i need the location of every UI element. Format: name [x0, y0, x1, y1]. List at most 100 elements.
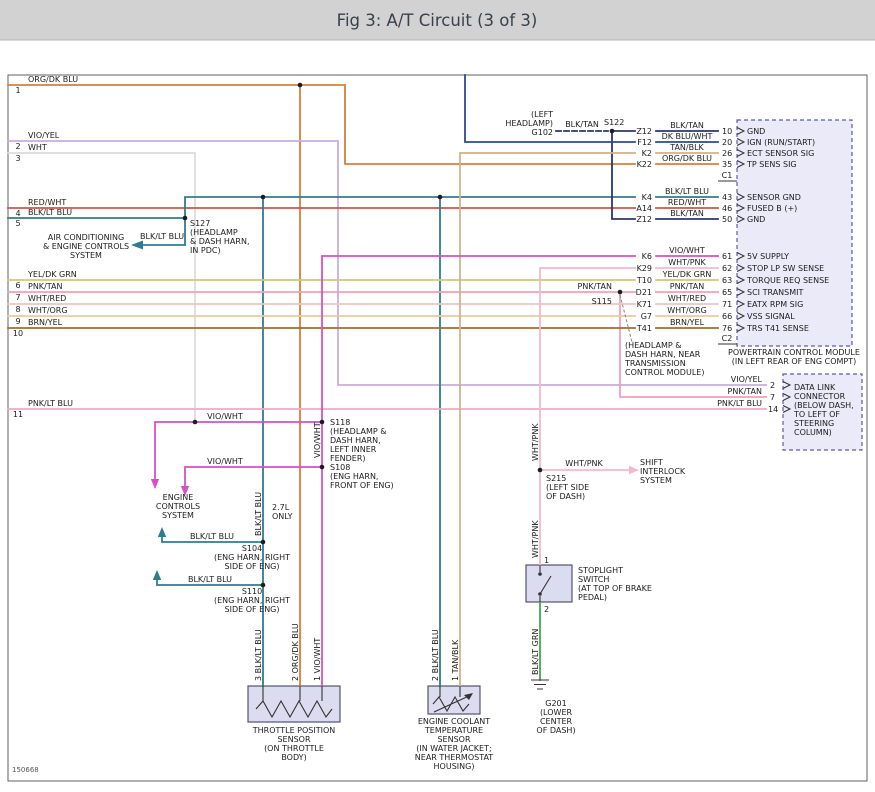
vio-wht-lower-label: VIO/WHT: [207, 457, 243, 466]
stoplight-switch-symbol: [539, 565, 552, 602]
dlc-caption-line: CONNECTOR: [794, 392, 846, 401]
s118-line: LEFT INNER: [330, 445, 377, 454]
engine-controls-line: ENGINE: [163, 493, 194, 502]
arrowheads: [131, 240, 639, 580]
dlc-pin-num: 14: [768, 405, 778, 414]
ect-caption-line: NEAR THERMOSTAT: [415, 753, 494, 762]
s118-line: FENDER): [330, 454, 366, 463]
s127-line: S127: [190, 219, 210, 228]
pcm-pin-signal: GND: [747, 127, 765, 136]
g201-caption-line: CENTER: [540, 717, 573, 726]
s115-label: S115: [592, 297, 612, 306]
left-wire-10-label: BRN/YEL: [28, 318, 63, 327]
ect-caption-line: (IN WATER JACKET;: [416, 744, 491, 753]
ect-pin1-label: 1 TAN/BLK: [451, 639, 460, 681]
ac-system-line: & ENGINE CONTROLS: [43, 242, 129, 251]
pcm-pin-color: WHT/PNK: [668, 258, 706, 267]
s115-note-leader: [619, 294, 633, 343]
pcm-pin-name: K4: [642, 193, 652, 202]
switch-pin2-label: 2: [544, 605, 549, 614]
headlamp-label-2: HEADLAMP): [505, 119, 553, 128]
splice-s110-dot: [260, 582, 266, 588]
dlc-caption-line: COLUMN): [794, 428, 832, 437]
labels-dlc: VIO/YEL 2 PNK/TAN 7 PNK/LT BLU 14 DATA L…: [717, 375, 854, 437]
blk-lt-blu-vertical-label: BLK/LT BLU: [254, 492, 263, 536]
labels-pcm-rows: Z12 BLK/TAN 10 GND F12 DK BLU/WHT 20 IGN…: [636, 121, 860, 366]
tps-caption-line: BODY): [281, 753, 306, 762]
g102-label: G102: [532, 128, 553, 137]
splice-s115-dot: [617, 289, 623, 295]
dlc-caption-line: STEERING: [794, 419, 834, 428]
splice-s108-dot: [319, 464, 325, 470]
left-wire-3-num: 3: [15, 154, 20, 163]
figure-id: 150668: [12, 766, 39, 774]
left-wire-1-label: ORG/DK BLU: [28, 75, 78, 84]
pcm-pin-num: 71: [722, 300, 732, 309]
pcm-pin-num: 10: [722, 127, 732, 136]
tps-pin2-label: 2 ORG/DK BLU: [291, 623, 300, 681]
pcm-pin-color: RED/WHT: [668, 198, 706, 207]
pcm-pin-name: T10: [636, 276, 652, 285]
pcm-pin-signal: STOP LP SW SENSE: [747, 264, 824, 273]
pcm-pin-num: 62: [722, 264, 732, 273]
stoplight-caption-line: PEDAL): [578, 593, 607, 602]
g201-caption-line: G201: [545, 699, 566, 708]
s104-arrow: [157, 527, 167, 537]
junction-dots: [182, 82, 623, 588]
tps-pin1-label: 1 VIO/WHT: [313, 638, 322, 681]
pcm-pin-color: BLK/LT BLU: [665, 187, 709, 196]
pcm-pin-num: 20: [722, 138, 732, 147]
left-wire-6-num: 6: [15, 281, 20, 290]
vio-wht-upper-label: VIO/WHT: [207, 412, 243, 421]
s122-label: S122: [604, 118, 624, 127]
pcm-pin-name: T41: [636, 324, 652, 333]
engine-controls-arrow-2: [180, 486, 190, 496]
pcm-pin-name: Z12: [636, 127, 652, 136]
stoplight-caption-line: (AT TOP OF BRAKE: [578, 584, 652, 593]
left-wire-9-label: WHT/ORG: [28, 306, 68, 315]
pcm-pin-name: Z12: [636, 215, 652, 224]
pcm-pin-color: YEL/DK GRN: [662, 270, 712, 279]
s118-line: S118: [330, 418, 350, 427]
pcm-box: [736, 119, 853, 347]
left-wire-8-num: 8: [15, 305, 20, 314]
pcm-caption-2: (IN LEFT REAR OF ENG COMPT): [732, 357, 856, 366]
left-wire-3-label: WHT: [28, 143, 47, 152]
dlc-caption-line: TO LEFT OF: [793, 410, 840, 419]
left-wire-5-label: BLK/LT BLU: [28, 208, 72, 217]
wire-blk-tan: [611, 130, 719, 220]
labels-left-wires: ORG/DK BLU 1 VIO/YEL 2 WHT 3 RED/WHT 4 B…: [13, 75, 78, 419]
ac-system-line: SYSTEM: [70, 251, 102, 260]
pcm-pin-signal: GND: [747, 215, 765, 224]
pcm-pin-signal: VSS SIGNAL: [747, 312, 795, 321]
stoplight-caption-line: SWITCH: [578, 575, 609, 584]
blk-lt-grn-label: BLK/LT GRN: [531, 629, 540, 675]
dlc-pin-color: VIO/YEL: [731, 375, 763, 384]
pcm-pin-signal: FUSED B (+): [747, 204, 797, 213]
s110-arrow: [152, 570, 162, 580]
left-wire-7-num: 7: [15, 293, 20, 302]
splice-s104-dot: [260, 539, 266, 545]
dlc-pin-color: PNK/LT BLU: [717, 399, 762, 408]
pcm-pin-num: 63: [722, 276, 732, 285]
s115-note-line: DASH HARN, NEAR: [625, 350, 701, 359]
dlc-pin-color: PNK/TAN: [728, 387, 762, 396]
tps-caption-line: (ON THROTTLE: [264, 744, 324, 753]
pcm-pin-color: PNK/TAN: [670, 282, 704, 291]
labels-components: 1 2 STOPLIGHT SWITCH (AT TOP OF BRAKE PE…: [252, 556, 652, 771]
pcm-pin-name: K71: [637, 300, 652, 309]
pcm-pin-color: VIO/WHT: [669, 246, 705, 255]
s110-line: (ENG HARN, RIGHT: [214, 596, 290, 605]
wire-blk-lt-blu: [7, 196, 719, 687]
pcm-pin-color: DK BLU/WHT: [662, 132, 713, 141]
dlc-pin-chevrons: [782, 381, 792, 413]
ect-pin2-label: 2 BLK/LT BLU: [431, 629, 440, 681]
s110-wire-label: BLK/LT BLU: [188, 575, 232, 584]
pcm-pin-num: 46: [722, 204, 732, 213]
s115-note-line: CONTROL MODULE): [625, 368, 704, 377]
s127-line: (HEADLAMP: [190, 228, 238, 237]
dlc-pin-num: 2: [770, 381, 775, 390]
ect-thermistor-arrowtip: [464, 693, 473, 700]
stoplight-switch-box: [525, 564, 573, 603]
engine-controls-arrow-1: [150, 479, 160, 489]
